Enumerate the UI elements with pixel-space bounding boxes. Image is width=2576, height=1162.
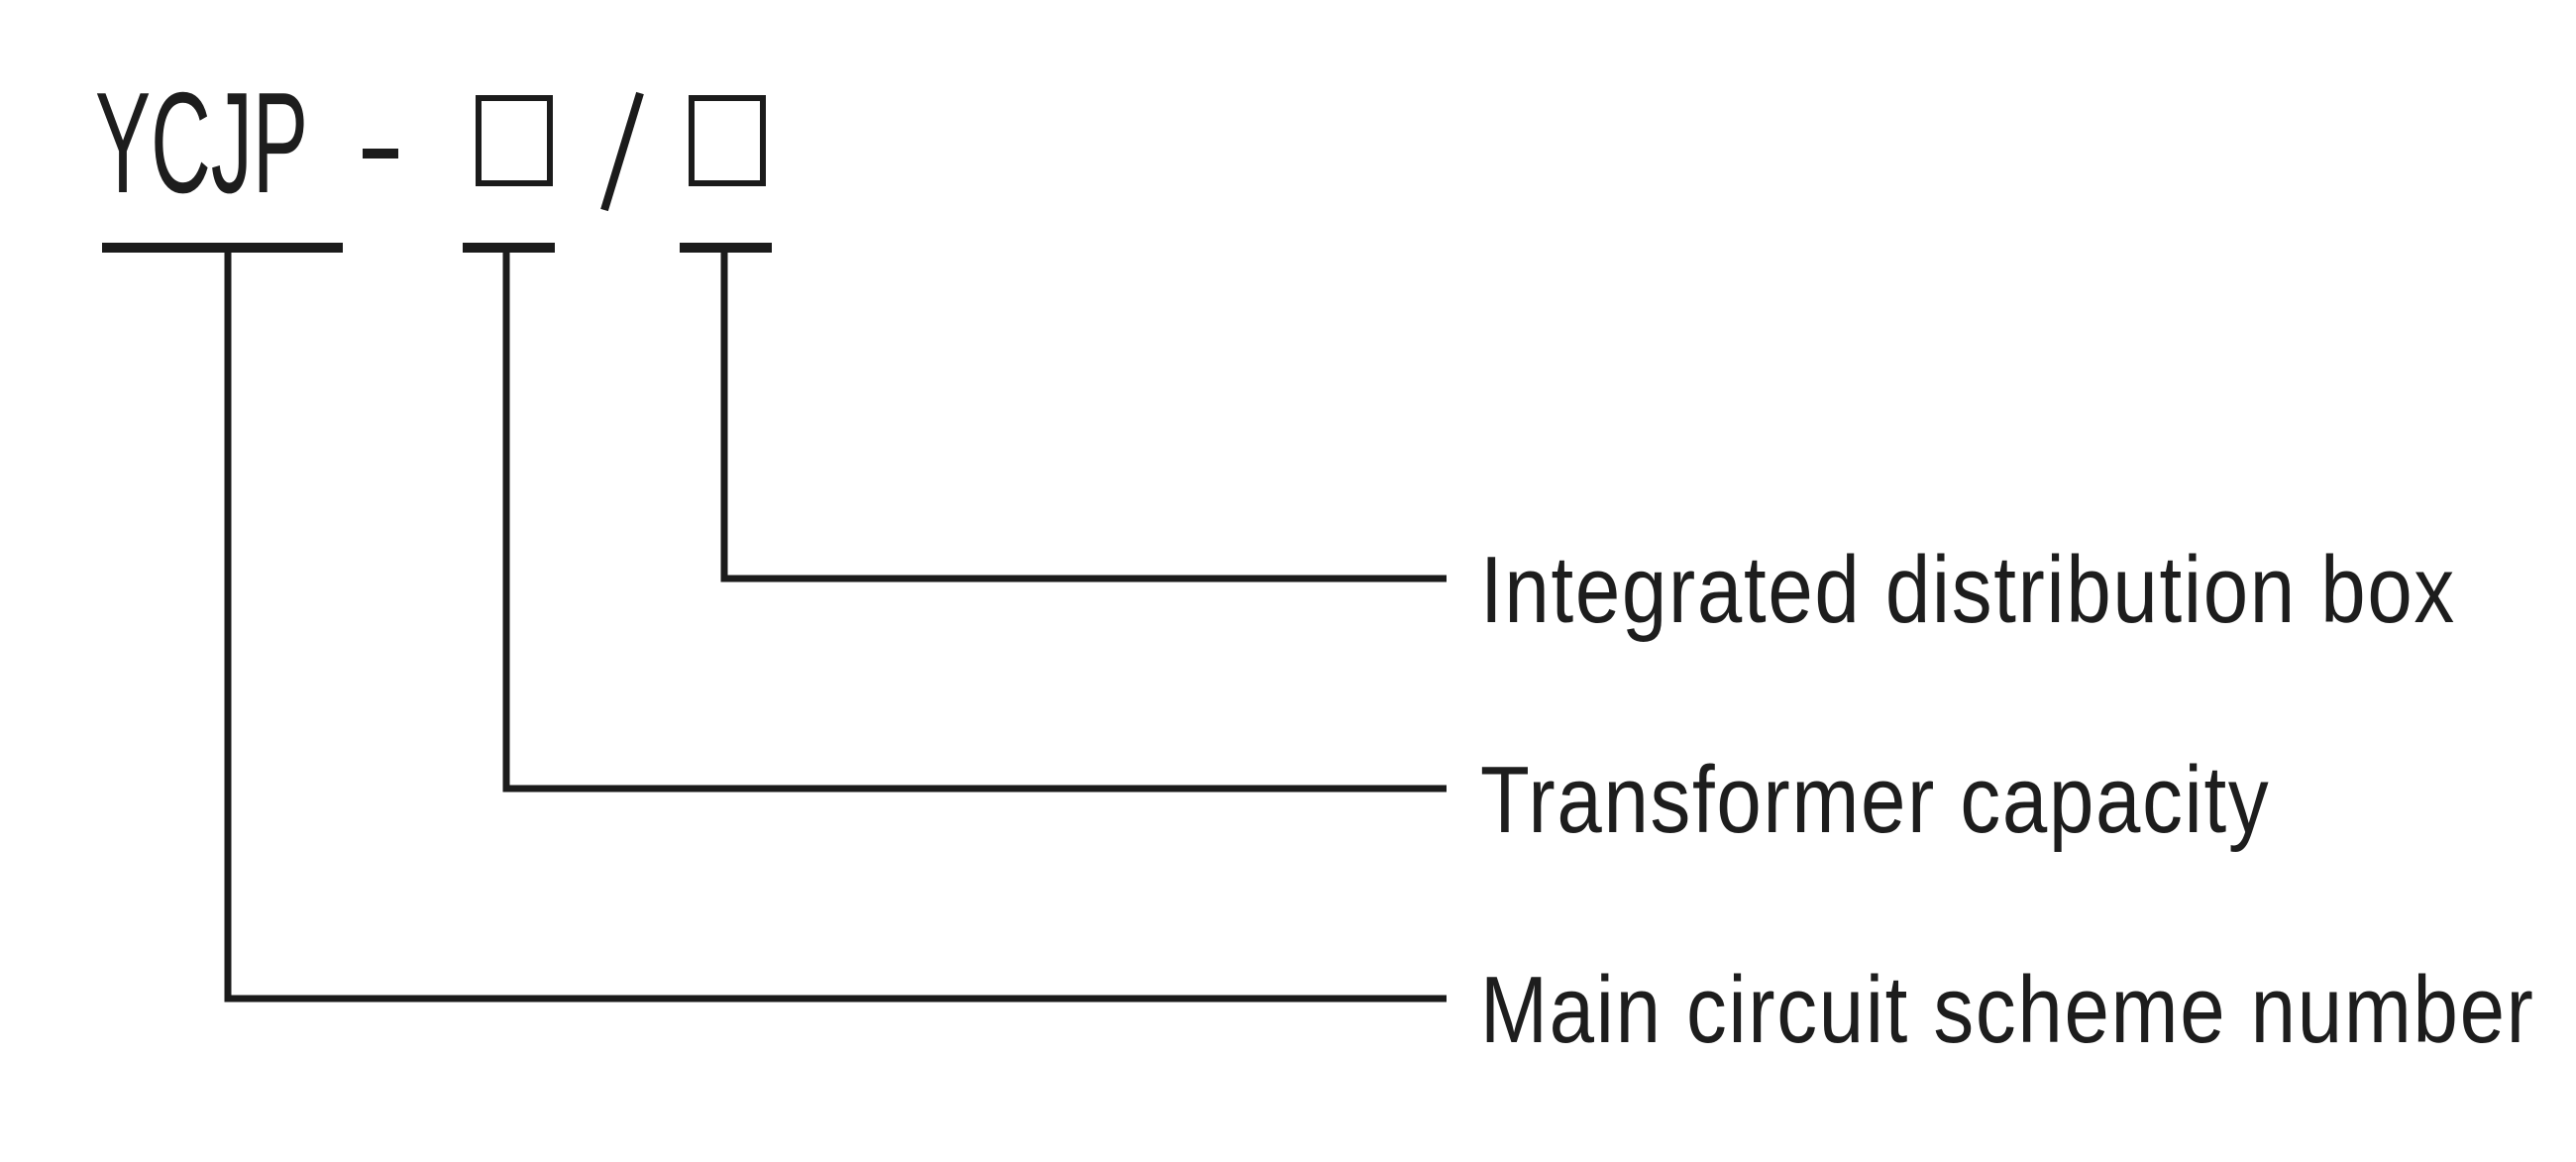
callout-label-transformer-capacity: Transformer capacity: [1480, 747, 2271, 853]
callout-label-main-circuit-scheme-number: Main circuit scheme number: [1480, 957, 2535, 1063]
connector-main-circuit-scheme-number: [224, 248, 1447, 1003]
connector-transformer-capacity: [502, 248, 1447, 792]
callout-label-integrated-distribution-box: Integrated distribution box: [1480, 537, 2456, 643]
separator-dash-glyph: [363, 149, 398, 158]
connector-integrated-distribution-box: [720, 248, 1447, 582]
model-prefix-text: YCJP: [95, 62, 308, 223]
placeholder-box-1: [476, 95, 553, 186]
placeholder-box-2: [689, 95, 766, 186]
slash-glyph: [600, 91, 644, 212]
